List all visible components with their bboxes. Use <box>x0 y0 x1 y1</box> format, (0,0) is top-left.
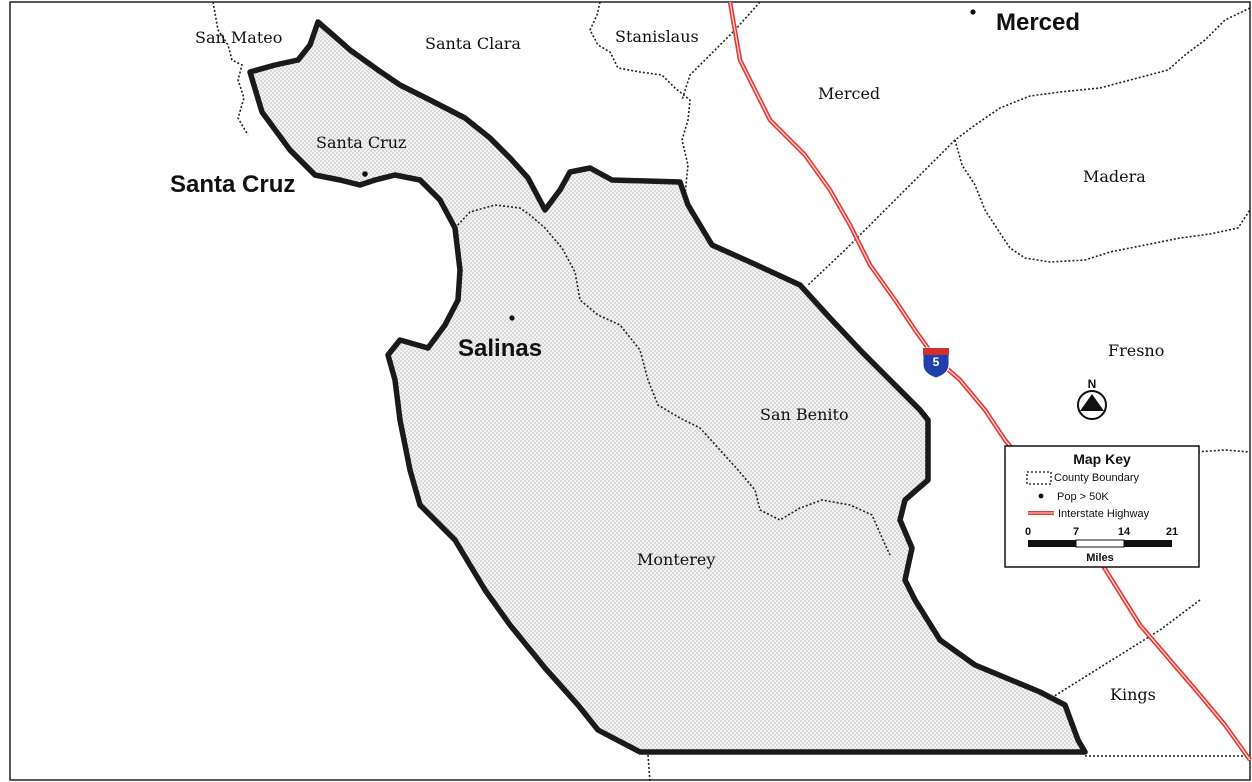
scale-tick-1: 7 <box>1073 526 1079 538</box>
city-marker-salinas <box>509 315 515 321</box>
county-label-kings: Kings <box>1110 685 1156 704</box>
merced-fresno-boundary <box>807 139 956 286</box>
scale-unit: Miles <box>1086 552 1114 564</box>
north-arrow-icon: N <box>1077 377 1107 420</box>
scale-tick-2: 14 <box>1118 526 1131 538</box>
study-region <box>247 19 1088 755</box>
map-frame <box>9 1 1251 781</box>
city-marker-santa-cruz <box>362 171 368 177</box>
south-boundary-stub <box>647 754 651 782</box>
stanislaus-merced-boundary <box>681 1 761 101</box>
county-label-santa-cruz: Santa Cruz <box>316 133 406 152</box>
merced-madera-boundary <box>954 7 1251 263</box>
city-marker-merced <box>970 9 976 15</box>
county-label-madera: Madera <box>1083 167 1146 186</box>
map-key-population: Pop > 50K <box>1057 491 1109 503</box>
county-label-san-mateo: San Mateo <box>195 28 282 47</box>
county-label-monterey: Monterey <box>637 550 715 569</box>
county-boundary-swatch-icon <box>1026 471 1052 485</box>
county-label-santa-clara: Santa Clara <box>425 34 521 53</box>
county-label-san-benito: San Benito <box>760 405 849 424</box>
county-label-merced: Merced <box>818 84 880 103</box>
north-arrow-label: N <box>1088 377 1097 391</box>
scale-tick-0: 0 <box>1025 526 1031 538</box>
map-key: Map Key County Boundary Pop > 50K Inters… <box>1004 445 1200 568</box>
map-key-highway: Interstate Highway <box>1058 508 1150 520</box>
fresno-kings-boundary <box>1047 599 1201 701</box>
scale-tick-3: 21 <box>1166 526 1178 538</box>
interstate-highway <box>727 1 1252 762</box>
interstate-shield-number: 5 <box>933 355 940 369</box>
interstate-shield-icon: 5 <box>922 347 950 379</box>
map-key-county-boundary: County Boundary <box>1054 472 1139 484</box>
population-dot-icon <box>1038 493 1044 499</box>
san-mateo-boundary <box>212 1 249 136</box>
scale-bar: 0 7 14 21 Miles <box>1025 526 1178 564</box>
city-label-salinas: Salinas <box>458 335 542 362</box>
city-label-merced: Merced <box>996 9 1080 36</box>
city-label-santa-cruz: Santa Cruz <box>170 171 295 198</box>
county-label-stanislaus: Stanislaus <box>615 27 699 46</box>
county-label-fresno: Fresno <box>1108 341 1164 360</box>
inner-boundaries <box>454 204 891 556</box>
map-key-title: Map Key <box>1073 451 1131 467</box>
